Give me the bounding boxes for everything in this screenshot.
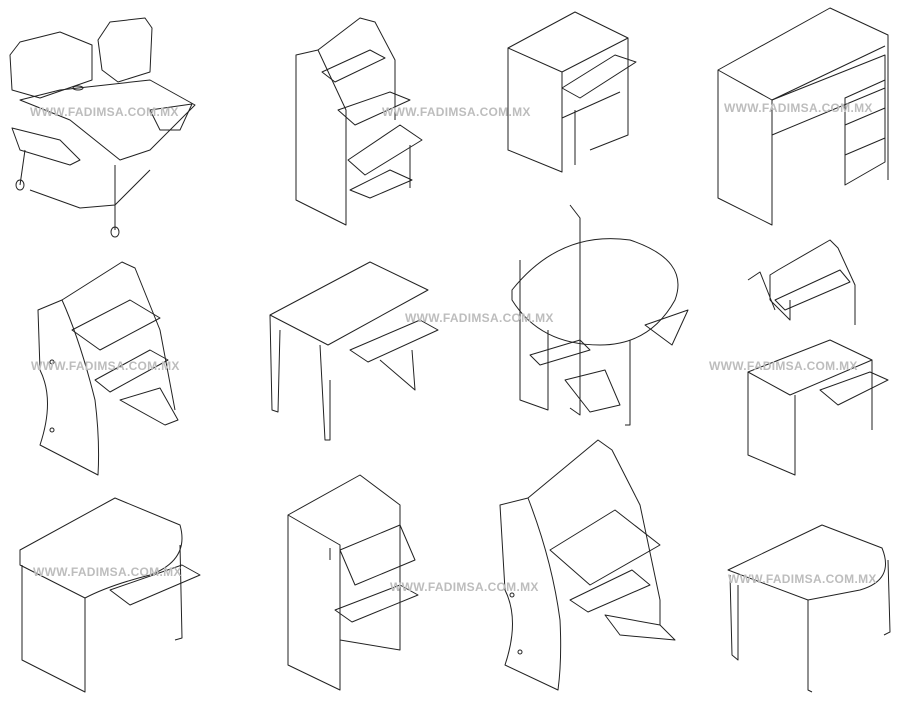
- drawing-stroke: [49, 427, 55, 433]
- drawing-stroke: [37, 299, 100, 476]
- drawing-stroke: [71, 299, 161, 351]
- drawing-stroke: [729, 574, 739, 661]
- drawing-curved-table: [727, 524, 891, 693]
- drawing-stroke: [321, 49, 386, 83]
- drawing-stroke: [527, 439, 661, 625]
- watermark: WWW.FADIMSA.COM.MX: [724, 101, 873, 115]
- drawing-stroke: [379, 349, 416, 391]
- drawing-cubicle-desk-drawers: [717, 7, 889, 226]
- drawing-stroke: [883, 559, 891, 636]
- drawing-stroke: [61, 261, 176, 411]
- drawing-stroke: [807, 600, 813, 693]
- drawing-stroke: [109, 564, 201, 606]
- drawing-stroke: [287, 474, 401, 651]
- drawing-stroke: [349, 319, 439, 363]
- drawing-stroke: [49, 359, 55, 365]
- drawing-stroke: [517, 649, 523, 655]
- drawing-stroke: [717, 7, 889, 226]
- drawing-stroke: [604, 614, 676, 641]
- drawing-stroke: [110, 226, 120, 238]
- drawing-stroke: [561, 54, 637, 99]
- drawing-stroke: [507, 11, 629, 73]
- drawing-stroke: [844, 137, 886, 156]
- drawing-stroke: [15, 179, 25, 191]
- drawing-stroke: [287, 515, 341, 691]
- drawing-stroke: [844, 107, 886, 126]
- drawing-stroke: [347, 124, 423, 176]
- watermark: WWW.FADIMSA.COM.MX: [30, 105, 179, 119]
- drawing-stroke: [334, 584, 419, 623]
- drawing-stroke: [94, 349, 169, 393]
- drawing-stroke: [269, 261, 429, 346]
- drawing-stroke: [771, 45, 886, 101]
- drawing-stroke: [511, 238, 679, 346]
- drawing-stroke: [819, 371, 889, 406]
- drawing-stroke: [499, 497, 562, 691]
- drawing-stroke: [317, 17, 396, 120]
- drawing-stroke: [644, 309, 689, 346]
- drawing-stroke: [589, 38, 629, 151]
- watermark: WWW.FADIMSA.COM.MX: [390, 580, 539, 594]
- drawing-stroke: [21, 565, 86, 693]
- drawing-stroke: [747, 271, 776, 311]
- drawing-stroke: [269, 314, 281, 413]
- drawing-stroke: [19, 497, 183, 599]
- drawing-hutch-desk: [747, 239, 889, 476]
- drawing-stroke: [529, 339, 591, 366]
- drawing-cross-divider-desk: [511, 204, 689, 426]
- drawing-stroke: [72, 85, 84, 91]
- drawing-stroke: [549, 509, 661, 586]
- drawing-tall-carrel-curved: [499, 439, 676, 691]
- drawing-stroke: [319, 344, 331, 441]
- drawing-stroke: [29, 169, 151, 209]
- drawing-stroke: [174, 544, 183, 641]
- drawing-stroke: [769, 239, 856, 325]
- drawing-stroke: [11, 127, 81, 166]
- watermark: WWW.FADIMSA.COM.MX: [33, 565, 182, 579]
- drawing-stroke: [9, 31, 93, 99]
- drawing-stroke: [339, 524, 416, 586]
- drawing-curved-desk-1: [19, 497, 201, 693]
- drawing-stroke: [844, 79, 886, 186]
- drawing-stroke: [337, 91, 411, 126]
- drawing-small-desk-tray: [507, 11, 637, 173]
- drawing-stroke: [19, 79, 196, 161]
- drawing-stroke: [727, 524, 886, 601]
- drawing-stroke: [561, 91, 621, 119]
- drawing-tall-carrel: [295, 17, 423, 226]
- drawing-stroke: [774, 269, 851, 311]
- drawing-stroke: [519, 260, 549, 411]
- drawing-stroke: [349, 169, 413, 199]
- drawing-stroke: [769, 299, 791, 321]
- drawing-octagonal-workstation: [9, 17, 196, 238]
- watermark: WWW.FADIMSA.COM.MX: [405, 311, 554, 325]
- drawing-stroke: [295, 49, 347, 226]
- drawing-tall-cubicle: [287, 474, 419, 691]
- drawing-stroke: [564, 369, 621, 413]
- drawing-stroke: [97, 17, 153, 83]
- drawing-stroke: [507, 48, 563, 173]
- watermark: WWW.FADIMSA.COM.MX: [709, 359, 858, 373]
- watermark: WWW.FADIMSA.COM.MX: [382, 105, 531, 119]
- drawing-stroke: [569, 204, 581, 416]
- drawing-stroke: [625, 340, 631, 426]
- drawing-stroke: [119, 387, 179, 426]
- drawing-stroke: [771, 54, 886, 136]
- drawing-computer-desk: [269, 261, 439, 441]
- drawing-stroke: [19, 149, 26, 186]
- drawing-stroke: [747, 372, 796, 476]
- watermark: WWW.FADIMSA.COM.MX: [31, 359, 180, 373]
- drawing-carrel-curved: [37, 261, 179, 476]
- drawing-stroke: [509, 592, 515, 598]
- drawing-stroke: [569, 569, 651, 613]
- drawing-stroke: [149, 103, 193, 131]
- watermark: WWW.FADIMSA.COM.MX: [728, 572, 877, 586]
